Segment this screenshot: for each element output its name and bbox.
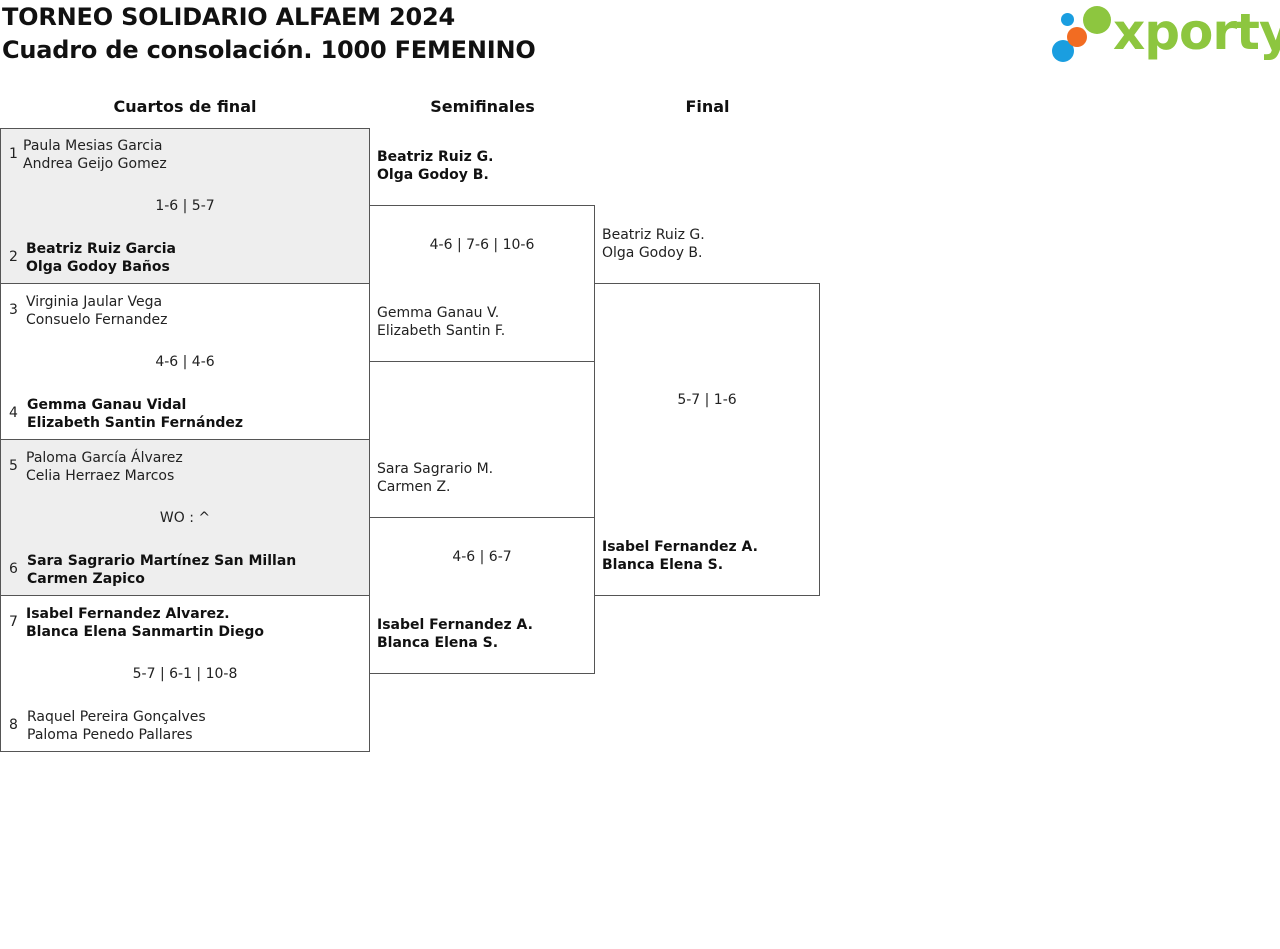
- logo-dot-blue-small: [1061, 13, 1074, 26]
- player-name: Isabel Fernandez A.: [602, 539, 758, 555]
- team-entry-winner: Gemma Ganau Vidal Elizabeth Santin Ferná…: [27, 396, 243, 432]
- team-entry-winner: Beatriz Ruiz Garcia Olga Godoy Baños: [26, 240, 176, 276]
- semifinal-2-team-b-winner: Isabel Fernandez A. Blanca Elena S.: [377, 616, 533, 652]
- player-name: Beatriz Ruiz G.: [602, 227, 705, 243]
- player-name: Raquel Pereira Gonçalves: [27, 709, 206, 725]
- logo-dot-orange: [1067, 27, 1087, 47]
- quarterfinal-match-1: 1 Paula Mesias Garcia Andrea Geijo Gomez…: [0, 128, 370, 284]
- seed-number: 2: [9, 249, 18, 265]
- seed-number: 7: [9, 614, 18, 630]
- semifinal-match-1: 4-6 | 7-6 | 10-6 Gemma Ganau V. Elizabet…: [369, 205, 595, 362]
- player-name: Beatriz Ruiz G.: [377, 149, 494, 165]
- draw-subtitle: Cuadro de consolación. 1000 FEMENINO: [2, 36, 536, 64]
- player-name: Paula Mesias Garcia: [23, 138, 163, 154]
- player-name: Andrea Geijo Gomez: [23, 156, 167, 172]
- player-name: Sara Sagrario Martínez San Millan: [27, 553, 297, 569]
- semifinal-1-team-a-winner: Beatriz Ruiz G. Olga Godoy B.: [377, 148, 493, 184]
- match-score: 4-6 | 4-6: [155, 354, 215, 370]
- seed-number: 8: [9, 717, 18, 733]
- player-name: Isabel Fernandez A.: [377, 617, 533, 633]
- semifinal-1-team-b: Gemma Ganau V. Elizabeth Santin F.: [377, 304, 505, 340]
- team-entry: Raquel Pereira Gonçalves Paloma Penedo P…: [27, 708, 206, 744]
- seed-number: 1: [9, 146, 18, 162]
- match-score: 4-6 | 7-6 | 10-6: [429, 237, 535, 253]
- team-entry-winner: Sara Sagrario Martínez San Millan Carmen…: [27, 552, 296, 588]
- seed-number: 6: [9, 561, 18, 577]
- seed-number: 5: [9, 458, 18, 474]
- logo-dot-green: [1083, 6, 1111, 34]
- xporty-logo: xporty: [1050, 3, 1280, 67]
- team-entry: Paula Mesias Garcia Andrea Geijo Gomez: [23, 137, 167, 173]
- player-name: Elizabeth Santin Fernández: [27, 415, 244, 431]
- player-name: Isabel Fernandez Alvarez.: [26, 606, 230, 622]
- player-name: Carmen Z.: [377, 479, 451, 495]
- final-team-b-winner: Isabel Fernandez A. Blanca Elena S.: [602, 538, 758, 574]
- player-name: Gemma Ganau Vidal: [27, 397, 187, 413]
- player-name: Paloma Penedo Pallares: [27, 727, 193, 743]
- match-score: 5-7 | 1-6: [677, 392, 737, 408]
- player-name: Blanca Elena S.: [377, 635, 499, 651]
- player-name: Elizabeth Santin F.: [377, 323, 506, 339]
- team-entry-winner: Isabel Fernandez Alvarez. Blanca Elena S…: [26, 605, 264, 641]
- logo-wordmark: xporty: [1113, 3, 1280, 61]
- match-score: 5-7 | 6-1 | 10-8: [132, 666, 238, 682]
- team-entry: Paloma García Álvarez Celia Herraez Marc…: [26, 449, 183, 485]
- round-header-semifinals: Semifinales: [430, 97, 535, 116]
- final-team-a: Beatriz Ruiz G. Olga Godoy B.: [602, 226, 705, 262]
- quarterfinal-match-4: 7 Isabel Fernandez Alvarez. Blanca Elena…: [0, 595, 370, 752]
- team-entry: Virginia Jaular Vega Consuelo Fernandez: [26, 293, 167, 329]
- player-name: Blanca Elena Sanmartin Diego: [26, 624, 264, 640]
- player-name: Carmen Zapico: [27, 571, 145, 587]
- player-name: Gemma Ganau V.: [377, 305, 500, 321]
- round-header-final: Final: [685, 97, 730, 116]
- logo-dot-blue: [1052, 40, 1074, 62]
- player-name: Olga Godoy B.: [377, 167, 489, 183]
- player-name: Olga Godoy Baños: [26, 259, 170, 275]
- match-score: WO : ^: [159, 510, 211, 526]
- match-score: 4-6 | 6-7: [452, 549, 512, 565]
- player-name: Consuelo Fernandez: [26, 312, 168, 328]
- player-name: Beatriz Ruiz Garcia: [26, 241, 176, 257]
- seed-number: 3: [9, 302, 18, 318]
- match-score: 1-6 | 5-7: [155, 198, 215, 214]
- player-name: Olga Godoy B.: [602, 245, 703, 261]
- player-name: Celia Herraez Marcos: [26, 468, 175, 484]
- final-match: 5-7 | 1-6 Isabel Fernandez A. Blanca Ele…: [594, 283, 820, 596]
- player-name: Blanca Elena S.: [602, 557, 724, 573]
- quarterfinal-match-3: 5 Paloma García Álvarez Celia Herraez Ma…: [0, 439, 370, 596]
- player-name: Paloma García Álvarez: [26, 450, 183, 466]
- round-header-quarterfinals: Cuartos de final: [113, 97, 257, 116]
- semifinal-match-2: 4-6 | 6-7 Isabel Fernandez A. Blanca Ele…: [369, 517, 595, 674]
- player-name: Virginia Jaular Vega: [26, 294, 163, 310]
- seed-number: 4: [9, 405, 18, 421]
- quarterfinal-match-2: 3 Virginia Jaular Vega Consuelo Fernande…: [0, 283, 370, 440]
- semifinal-2-team-a: Sara Sagrario M. Carmen Z.: [377, 460, 493, 496]
- tournament-title: TORNEO SOLIDARIO ALFAEM 2024: [2, 3, 455, 31]
- player-name: Sara Sagrario M.: [377, 461, 494, 477]
